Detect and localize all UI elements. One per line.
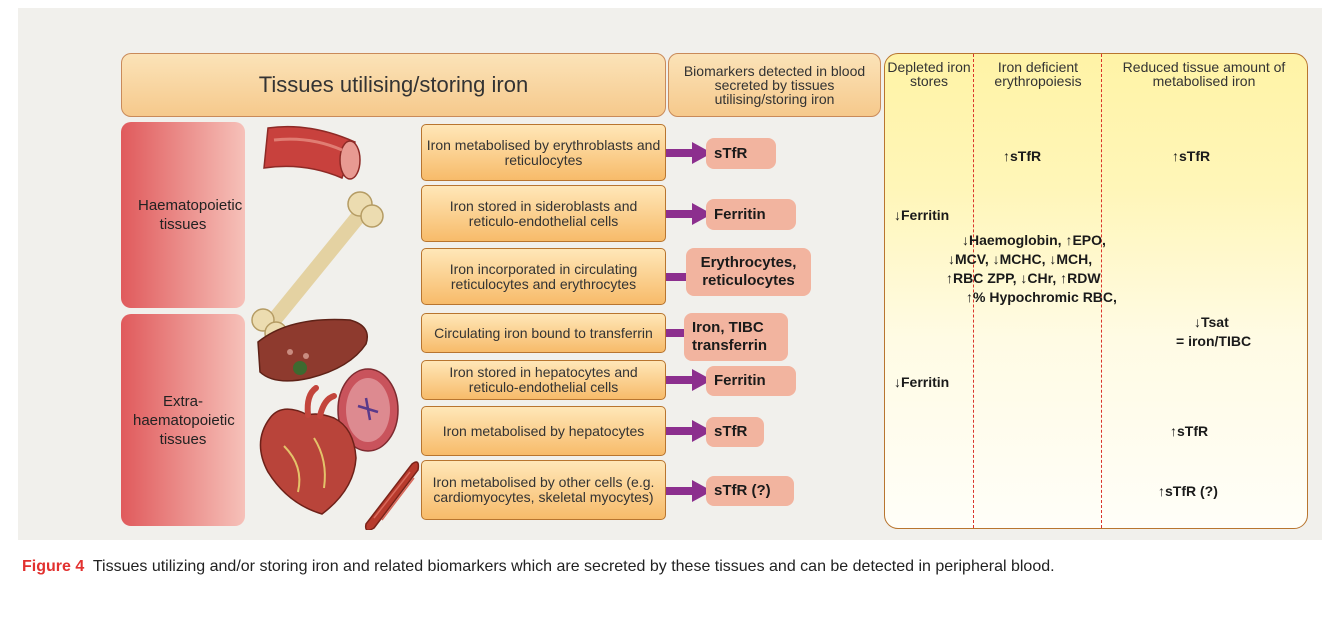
muscle-icon <box>366 462 419 530</box>
spanning-line: ↓MCV, ↓MCHC, ↓MCH, <box>924 250 1117 269</box>
column-header-depleted: Depleted iron stores <box>886 60 972 88</box>
biomarker-badge: Iron, TIBC transferrin <box>684 313 788 361</box>
row-description: Iron incorporated in circulating reticul… <box>421 248 666 305</box>
tissue-extra-haematopoietic: Extra-haematopoietic tissues <box>121 314 245 526</box>
figure-caption: Figure 4 Tissues utilizing and/or storin… <box>22 554 1322 580</box>
spanning-line: ↑% Hypochromic RBC, <box>924 288 1117 307</box>
tissues-header: Tissues utilising/storing iron <box>121 53 666 117</box>
spanning-line: ↓Haemoglobin, ↑EPO, <box>924 231 1117 250</box>
biomarker-badge: Ferritin <box>706 199 796 230</box>
caption-text: Tissues utilizing and/or storing iron an… <box>93 558 1055 575</box>
figure-label: Figure 4 <box>22 558 84 575</box>
tsat-line: = iron/TIBC <box>1176 332 1251 351</box>
tsat-line: ↓Tsat <box>1176 313 1251 332</box>
marker-deficient: ↑sTfR <box>1003 147 1041 166</box>
biomarker-badge: Erythrocytes, reticulocytes <box>686 248 811 296</box>
spanning-line: ↑RBC ZPP, ↓CHr, ↑RDW <box>924 269 1117 288</box>
row-description: Iron metabolised by hepatocytes <box>421 406 666 456</box>
row-description: Iron stored in sideroblasts and reticulo… <box>421 185 666 242</box>
organ-illustrations <box>250 120 420 530</box>
biomarker-badge: sTfR <box>706 138 776 169</box>
row-description: Iron metabolised by erythroblasts and re… <box>421 124 666 181</box>
marker-depleted: ↓Ferritin <box>894 373 949 392</box>
spanning-markers: ↓Haemoglobin, ↑EPO, ↓MCV, ↓MCHC, ↓MCH, ↑… <box>924 231 1117 307</box>
marker-depleted: ↓Ferritin <box>894 206 949 225</box>
blood-vessel-icon <box>264 127 360 179</box>
row-description: Iron stored in hepatocytes and reticulo-… <box>421 360 666 400</box>
tissue-label: Extra-haematopoietic tissues <box>133 392 233 449</box>
biomarker-badge: Ferritin <box>706 366 796 396</box>
figure-panel: Tissues utilising/storing iron Biomarker… <box>18 8 1322 540</box>
marker-reduced: ↑sTfR <box>1170 422 1208 441</box>
tissue-haematopoietic: Haematopoietic tissues <box>121 122 245 308</box>
row-description: Iron metabolised by other cells (e.g. ca… <box>421 460 666 520</box>
marker-reduced: ↑sTfR (?) <box>1158 482 1218 501</box>
tsat-marker: ↓Tsat = iron/TIBC <box>1176 313 1251 351</box>
biomarker-badge: sTfR (?) <box>706 476 794 506</box>
marker-reduced: ↑sTfR <box>1172 147 1210 166</box>
row-description: Circulating iron bound to transferrin <box>421 313 666 353</box>
biomarkers-header: Biomarkers detected in blood secreted by… <box>668 53 881 117</box>
biomarker-badge: sTfR <box>706 417 764 447</box>
column-header-deficient: Iron deficient erythropoiesis <box>976 60 1100 88</box>
tissue-label: Haematopoietic tissues <box>138 196 228 234</box>
column-header-reduced: Reduced tissue amount of metabolised iro… <box>1104 60 1304 88</box>
